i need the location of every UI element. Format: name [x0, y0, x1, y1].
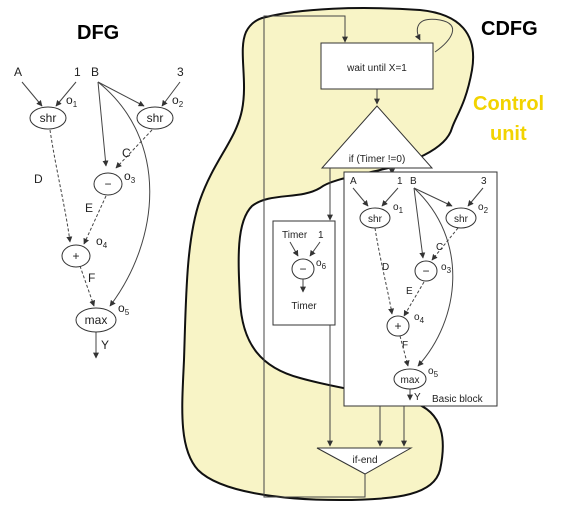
cdfg-edge	[413, 187, 454, 367]
dfg-title: DFG	[77, 22, 119, 44]
cdfg-title: CDFG	[481, 18, 538, 40]
cdfg-bb-input-b: B	[410, 176, 417, 187]
cdfg-bb-op-id-o5: o5	[428, 366, 439, 379]
cdfg-if-end-label: if-end	[352, 455, 377, 466]
control-unit-label-line1: Control	[473, 93, 544, 115]
dfg-node-shr-o1-label: shr	[40, 111, 57, 125]
cdfg-timer-out: Timer	[291, 301, 317, 312]
cdfg-edge	[381, 187, 399, 207]
dfg-input-3: 3	[177, 65, 184, 79]
cdfg-timer-op-id: o6	[316, 258, 327, 271]
cdfg-bb-shr-o1-label: shr	[368, 214, 383, 225]
dfg-edge	[97, 81, 151, 307]
dfg-edge	[21, 81, 43, 107]
cdfg-edge	[352, 187, 369, 207]
cdfg-timer-minus-label: −	[299, 262, 306, 276]
dfg-node-shr-o2-label: shr	[147, 111, 164, 125]
cdfg-bb-shr-o2	[445, 207, 477, 229]
cdfg-bb-op-id-o2: o2	[478, 202, 489, 215]
dfg-edge-label-y: Y	[101, 338, 109, 352]
dfg-op-id-o2: o2	[172, 93, 184, 109]
dfg-edge	[79, 265, 96, 307]
dfg-input-a: A	[14, 65, 22, 79]
dfg-edge-label-e: E	[85, 201, 93, 215]
cdfg-edge	[431, 227, 459, 261]
cdfg-graph: wait until X=1 if (Timer !=0) Timer 1 − …	[263, 15, 498, 498]
cdfg-bb-input-1: 1	[397, 176, 403, 187]
cdfg-self-loop	[414, 18, 454, 53]
cdfg-bb-edge-e: E	[406, 286, 413, 297]
dfg-edge-label-f: F	[88, 271, 95, 285]
dfg-edge-label-d: D	[34, 172, 43, 186]
cdfg-bb-input-3: 3	[481, 176, 487, 187]
cdfg-timer-in-one: 1	[318, 230, 324, 241]
dfg-node-max-o5	[75, 307, 117, 333]
cdfg-edge	[467, 187, 484, 207]
dfg-edge	[115, 129, 153, 169]
dfg-node-shr-o1	[29, 106, 67, 130]
cdfg-basic-block-label: Basic block	[432, 394, 484, 405]
cdfg-bb-edge-y: Y	[414, 392, 421, 403]
cdfg-bb-edge-c: C	[436, 242, 443, 253]
cdfg-bb-shr-o1	[359, 207, 391, 229]
dfg-op-id-o3: o3	[124, 169, 136, 185]
dfg-node-minus-o3	[93, 172, 123, 196]
dfg-graph: A 1 B 3 shr shr − + max o1 o2 o3 o4 o5 C	[14, 65, 184, 359]
cdfg-edge	[413, 187, 453, 207]
cdfg-bb-op-id-o3: o3	[441, 262, 452, 275]
cdfg-loop-line	[263, 15, 366, 498]
cdfg-edge	[399, 335, 410, 367]
cdfg-timer-in-timer: Timer	[282, 230, 308, 241]
cdfg-bb-plus-o4	[386, 315, 410, 337]
cdfg-bb-edge-f: F	[402, 340, 408, 351]
dfg-node-plus-o4-label: +	[72, 249, 79, 263]
cdfg-bb-input-a: A	[350, 176, 357, 187]
dfg-edge	[97, 81, 109, 167]
dfg-edge	[83, 195, 107, 245]
dfg-node-max-o5-label: max	[85, 313, 108, 327]
cdfg-bb-max-o5-label: max	[401, 375, 420, 386]
cdfg-bb-minus-o3-label: −	[422, 264, 429, 278]
dfg-input-1: 1	[74, 65, 81, 79]
dfg-op-id-o5: o5	[118, 301, 130, 317]
cdfg-if-label: if (Timer !=0)	[349, 154, 406, 165]
cdfg-bb-shr-o2-label: shr	[454, 214, 469, 225]
cdfg-bb-max-o5	[393, 368, 427, 390]
cdfg-if-node	[320, 105, 434, 169]
dfg-op-id-o4: o4	[96, 234, 108, 250]
cdfg-bb-minus-o3	[414, 260, 438, 282]
cdfg-edge	[289, 241, 299, 257]
control-unit-label-line2: unit	[490, 123, 527, 145]
cdfg-edge	[403, 281, 425, 317]
dfg-node-plus-o4	[61, 244, 91, 268]
dfg-edge	[161, 81, 181, 107]
cdfg-bb-edge-d: D	[382, 262, 389, 273]
dfg-op-id-o1: o1	[66, 93, 78, 109]
dfg-edge	[55, 81, 77, 107]
dfg-node-shr-o2	[136, 106, 174, 130]
dfg-edge	[97, 81, 145, 107]
dfg-input-b: B	[91, 65, 99, 79]
cdfg-wait-label: wait until X=1	[346, 63, 407, 74]
dfg-edge-label-c: C	[122, 146, 131, 160]
cdfg-bb-op-id-o1: o1	[393, 202, 404, 215]
dfg-edge	[49, 129, 73, 243]
cdfg-bb-plus-o4-label: +	[394, 319, 401, 333]
cdfg-bb-op-id-o4: o4	[414, 312, 425, 325]
dfg-node-minus-o3-label: −	[104, 177, 111, 191]
cdfg-edge	[309, 241, 321, 257]
cdfg-edge	[413, 187, 426, 259]
cdfg-edge	[374, 227, 395, 315]
cdfg-if-end-node	[316, 447, 413, 475]
